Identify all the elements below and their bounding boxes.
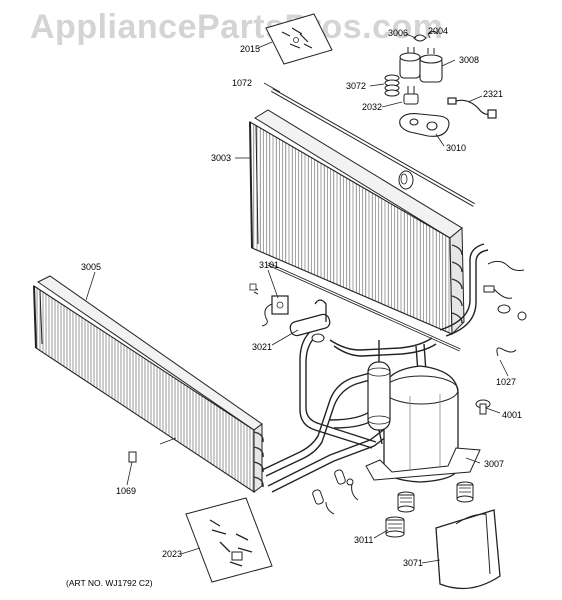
label-3010: 3010 [446, 143, 467, 153]
label-2023: 2023 [162, 549, 183, 559]
label-2015: 2015 [240, 44, 261, 54]
rod-1072 [271, 88, 475, 207]
label-3101: 3101 [259, 260, 280, 270]
label-3003: 3003 [211, 153, 232, 163]
solenoid-coil-3101 [249, 283, 289, 327]
valve-3021 [289, 299, 331, 343]
screw-4001 [475, 399, 491, 415]
label-3011: 3011 [354, 535, 374, 545]
label-1027: 1027 [496, 377, 517, 387]
label-1072: 1072 [232, 78, 253, 88]
tube-fittings [312, 469, 359, 515]
label-2321: 2321 [483, 89, 504, 99]
compressor-3007 [365, 365, 481, 483]
label-4001: 4001 [502, 410, 523, 420]
grommets-3011 [385, 481, 474, 538]
label-3071: 3071 [403, 558, 424, 568]
label-3007: 3007 [484, 459, 505, 469]
refrigerant-tubing [261, 243, 489, 493]
label-3008: 3008 [459, 55, 480, 65]
wiring-box-2023 [185, 497, 273, 583]
sensor-wires [483, 260, 527, 357]
bracket-3010 [399, 113, 450, 137]
sound-jacket-3071 [435, 509, 501, 590]
label-3005: 3005 [81, 262, 102, 272]
condenser-coil-3003 [249, 109, 465, 336]
accumulator [367, 340, 391, 445]
wire-lead-2321 [447, 97, 497, 119]
spring-3072 [384, 74, 400, 97]
leader-lines [85, 33, 509, 564]
label-1069: 1069 [116, 486, 137, 496]
art-number: (ART NO. WJ1792 C2) [66, 578, 153, 588]
label-3021: 3021 [252, 342, 273, 352]
label-2032: 2032 [362, 102, 383, 112]
clip-3006 [413, 31, 439, 42]
capacitor-3008 [399, 47, 443, 83]
label-2004: 2004 [428, 26, 449, 36]
evaporator-coil-3005 [33, 275, 264, 494]
terminal-2032 [403, 86, 419, 105]
harness-2015 [265, 13, 333, 65]
grommet [398, 170, 414, 190]
label-3072: 3072 [346, 81, 367, 91]
label-3006: 3006 [388, 28, 409, 38]
watermark-text: AppliancePartsPros.com [30, 8, 444, 46]
